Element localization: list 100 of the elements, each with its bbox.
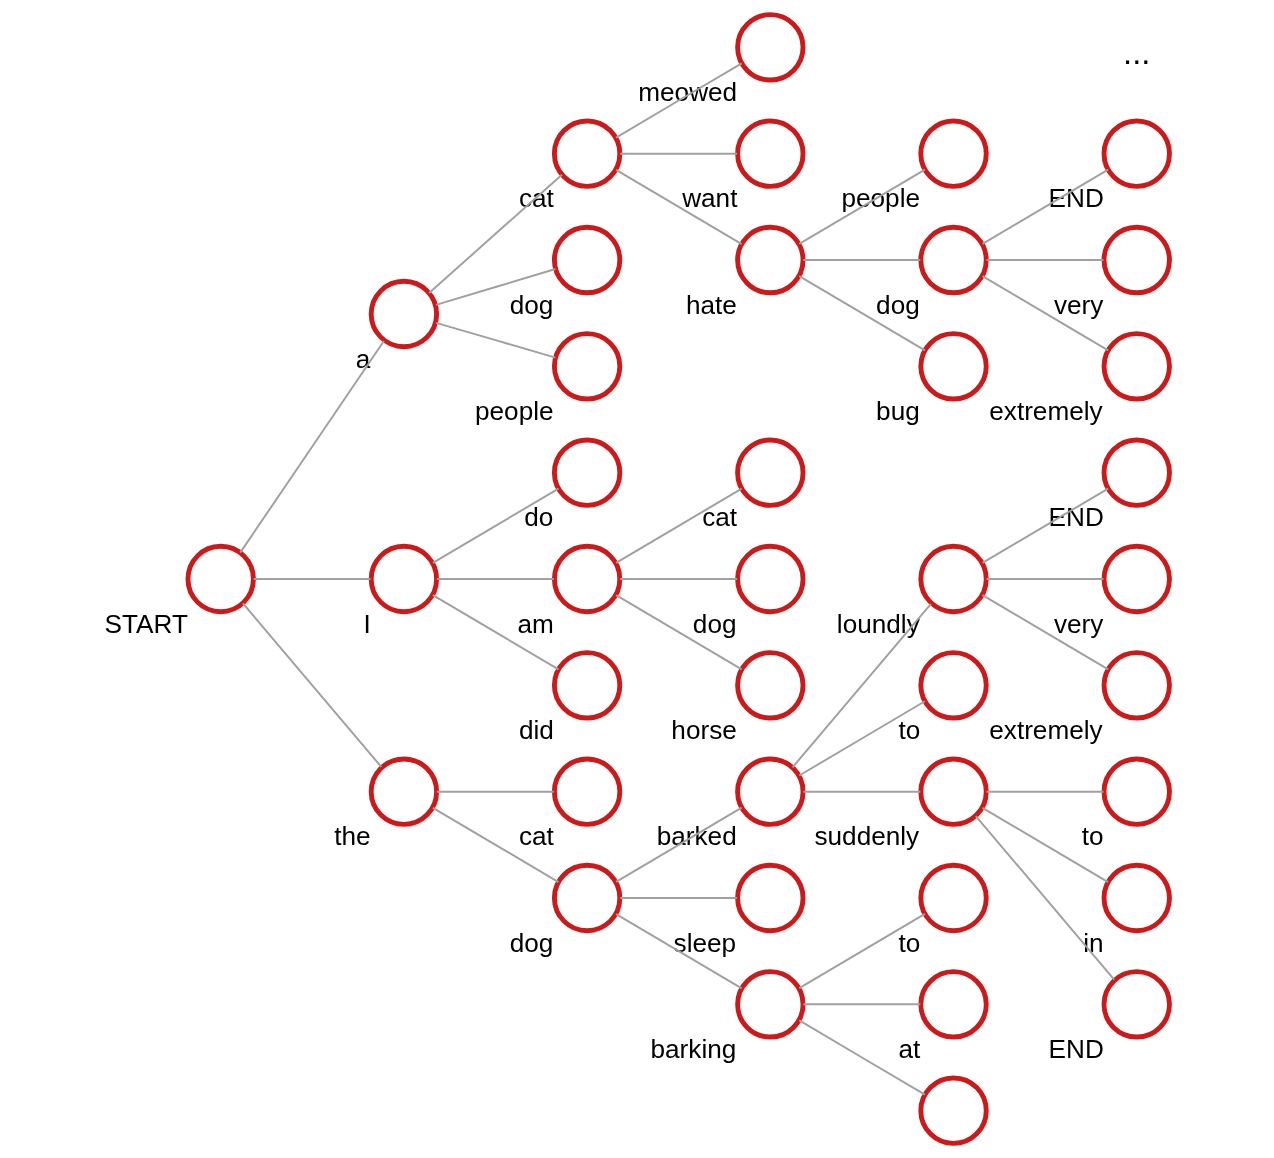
node-circle [735, 118, 806, 189]
node-circle [735, 224, 806, 296]
connector [615, 594, 743, 671]
node-circle [1101, 437, 1172, 508]
connector [428, 173, 563, 295]
connector [239, 340, 385, 554]
connector [619, 578, 739, 580]
node-label: to [898, 927, 921, 958]
connector [615, 913, 743, 990]
node-circle [918, 650, 989, 721]
node-label: extremely [989, 714, 1103, 745]
node-circle [1101, 969, 1172, 1040]
connector [615, 168, 743, 246]
node-label: to [898, 714, 921, 745]
connector [981, 168, 1110, 245]
connector [798, 700, 926, 777]
connector [435, 321, 557, 359]
node-label: dog [876, 289, 920, 320]
connector [981, 594, 1110, 671]
node-circle [368, 756, 440, 827]
node-label: meowed [638, 77, 738, 108]
node-circle [1101, 224, 1172, 296]
node-circle [735, 12, 806, 83]
connector [615, 62, 743, 139]
node-label: extremely [989, 396, 1103, 426]
connector [242, 602, 383, 768]
node-label: barking [650, 1033, 737, 1064]
node-label: do [524, 502, 554, 533]
node-label: barked [656, 821, 737, 852]
node-circle [735, 437, 806, 508]
connector [981, 487, 1110, 564]
node-circle [185, 543, 256, 615]
node-label: I [363, 608, 371, 639]
node-circle [918, 543, 989, 615]
connector [435, 790, 555, 793]
connector [981, 275, 1110, 352]
node-circle [735, 862, 806, 934]
node-circle [1101, 543, 1172, 615]
node-label: dog [692, 608, 737, 639]
node-label: very [1053, 289, 1104, 320]
node-label: am [517, 608, 554, 639]
node-circle [918, 1075, 989, 1146]
connector [615, 487, 743, 564]
node-label: sleep [673, 927, 737, 958]
connector [798, 168, 926, 245]
connector [252, 578, 372, 580]
node-circle [918, 331, 989, 402]
connector [619, 152, 739, 155]
node-label: people [475, 396, 554, 426]
node-circle [368, 543, 440, 615]
connector [431, 806, 560, 883]
node-label: very [1053, 608, 1104, 639]
node-label: a [355, 343, 371, 374]
node-circle [551, 543, 623, 615]
node-circle [918, 862, 989, 934]
node-circle [551, 650, 623, 721]
node-circle [735, 543, 806, 615]
node-circle [368, 278, 440, 350]
node-circle [918, 118, 989, 189]
node-circle [551, 331, 623, 402]
node-label: suddenly [814, 821, 920, 852]
node-label: cat [518, 821, 554, 852]
connector [974, 815, 1116, 981]
connector [619, 897, 739, 899]
node-label: hate [685, 289, 737, 320]
connector [802, 790, 922, 793]
connector [798, 1019, 926, 1096]
connector [435, 268, 557, 306]
node-circle [1101, 650, 1172, 721]
connector [802, 1003, 922, 1006]
node-label: did [518, 714, 554, 745]
node-circle [735, 969, 806, 1040]
node-label: cat [518, 183, 554, 214]
node-circle [918, 756, 989, 827]
node-circle [918, 969, 989, 1040]
node-label: dog [509, 289, 554, 320]
node-circle [735, 756, 806, 827]
node-label: at [898, 1033, 921, 1064]
connector [431, 594, 560, 671]
node-circle [1101, 756, 1172, 827]
label: ... [1123, 33, 1151, 71]
node-label: dog [509, 927, 554, 958]
connector [798, 912, 926, 990]
connector [981, 806, 1110, 883]
connector [435, 578, 555, 580]
connector [985, 259, 1105, 261]
node-label: in [1083, 927, 1104, 958]
node-circle [918, 224, 989, 296]
node-circle [551, 862, 623, 934]
node-circle [551, 437, 623, 508]
node-label: END [1048, 502, 1104, 533]
connector [985, 790, 1105, 793]
node-circle [735, 650, 806, 721]
connector [615, 806, 743, 883]
node-label: want [682, 183, 738, 214]
connector [791, 602, 932, 769]
connector [431, 487, 560, 564]
node-label: the [334, 821, 371, 852]
node-label: START [104, 608, 188, 639]
connector [802, 259, 922, 261]
